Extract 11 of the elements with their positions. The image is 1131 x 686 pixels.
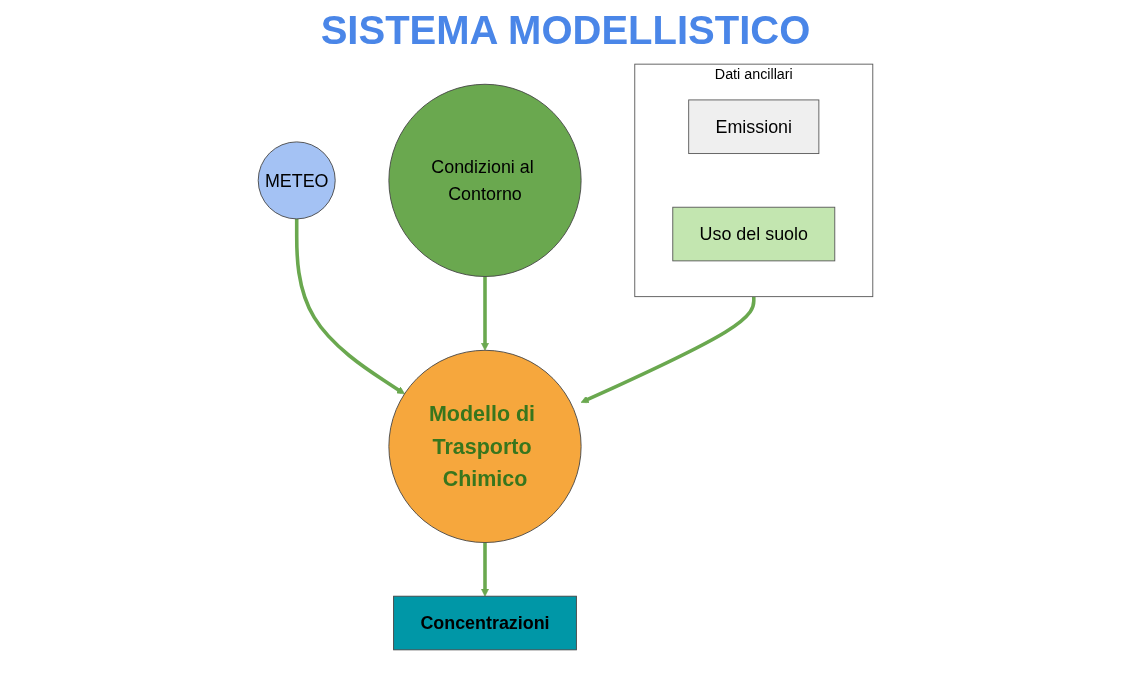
arrow: [294, 218, 405, 395]
arrow: [580, 296, 756, 404]
arrow: [481, 542, 489, 597]
diagram-title: SISTEMA MODELLISTICO: [319, 8, 812, 53]
arrow: [481, 276, 489, 351]
node-box: Concentrazioni: [393, 595, 577, 651]
node-box: Emissioni: [688, 99, 820, 154]
node-box: Uso del suolo: [672, 206, 836, 262]
node-circle: METEO: [257, 141, 336, 220]
node-circle: Condizioni al Contorno: [388, 83, 582, 277]
node-circle: Modello di Trasporto Chimico: [388, 349, 582, 543]
